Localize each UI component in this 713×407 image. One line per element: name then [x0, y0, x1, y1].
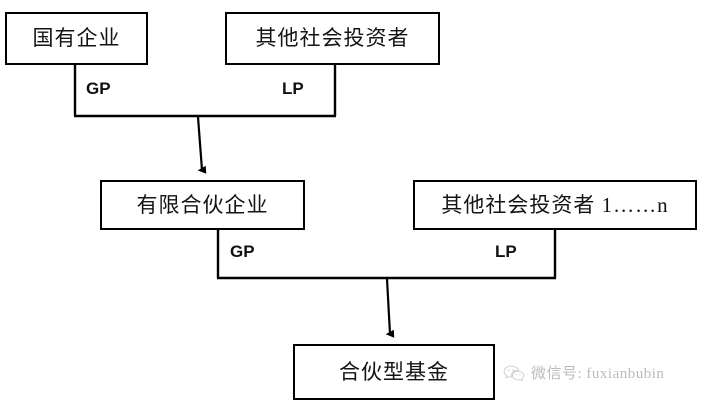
node-partnership-fund[interactable]: 合伙型基金: [293, 344, 495, 400]
node-other-social-investor[interactable]: 其他社会投资者: [225, 12, 440, 65]
connector-top-group: [73, 65, 337, 174]
node-state-owned-enterprise[interactable]: 国有企业: [5, 12, 148, 65]
wechat-icon: [503, 365, 525, 382]
node-label: 其他社会投资者: [255, 26, 410, 50]
edge-label-gp-top: GP: [86, 79, 111, 98]
connector-bottom-arrow: [385, 278, 395, 338]
watermark: 微信号: fuxianbubin: [503, 362, 664, 383]
node-other-social-investors-1-to-n[interactable]: 其他社会投资者 1……n: [413, 180, 697, 230]
node-label: 国有企业: [32, 26, 121, 50]
node-label: 有限合伙企业: [136, 192, 269, 217]
edge-label-lp-top: LP: [282, 79, 304, 98]
watermark-text: 微信号: fuxianbubin: [531, 366, 665, 382]
edge-label-gp-bottom: GP: [230, 242, 255, 261]
connector-bottom-group: [216, 230, 557, 338]
node-limited-partnership-enterprise[interactable]: 有限合伙企业: [100, 180, 305, 230]
node-label: 其他社会投资者 1……n: [441, 192, 669, 217]
edge-label-lp-bottom: LP: [495, 242, 517, 261]
node-label: 合伙型基金: [339, 359, 449, 384]
connector-top-arrow: [196, 116, 207, 174]
